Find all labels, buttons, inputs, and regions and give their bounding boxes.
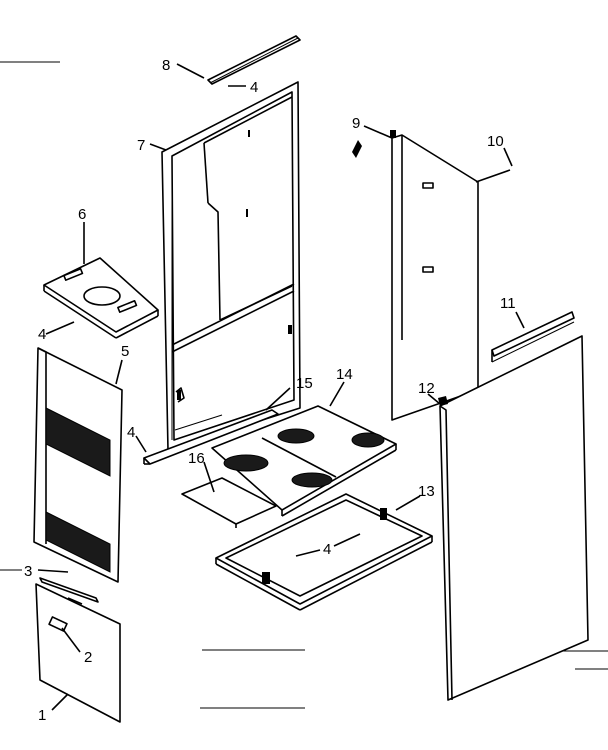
callout-8: 8 [162,57,170,74]
callout-labels: 8 4 7 6 4 5 4 15 14 16 9 10 11 12 13 4 3… [24,57,516,724]
callout-4-top: 4 [250,79,258,96]
part-13-base [215,493,433,611]
callout-12: 12 [418,380,435,397]
callout-4-left: 4 [38,326,46,343]
part-6-top-plate [43,257,159,339]
callout-11: 11 [500,295,516,312]
part-8-top-strip [207,35,301,85]
callout-2: 2 [84,649,92,666]
part-9-back-panel [352,130,511,421]
callout-4-mid: 4 [127,424,135,441]
part-3-strip [39,577,99,603]
callout-10: 10 [487,133,504,150]
callout-5: 5 [121,343,129,360]
callout-13: 13 [418,483,435,500]
callout-16: 16 [188,450,205,467]
part-12-side-panel [438,335,589,701]
part-7-main-frame [161,81,301,451]
callout-15: 15 [296,375,313,392]
part-11-side-rail [491,311,575,363]
callout-leaders [37,63,525,711]
callout-1: 1 [38,707,46,724]
part-14-burner-tray [211,405,397,517]
part-5-front-panel [33,347,123,583]
callout-14: 14 [336,366,353,383]
callout-3: 3 [24,563,32,580]
part-1-lower-door [35,583,121,723]
part-15-bracket [143,409,279,465]
callout-9: 9 [352,115,360,132]
callout-4-bottom: 4 [323,541,331,558]
part-16-filter-tray [181,477,277,528]
callout-6: 6 [78,206,86,223]
callout-7: 7 [137,137,145,154]
